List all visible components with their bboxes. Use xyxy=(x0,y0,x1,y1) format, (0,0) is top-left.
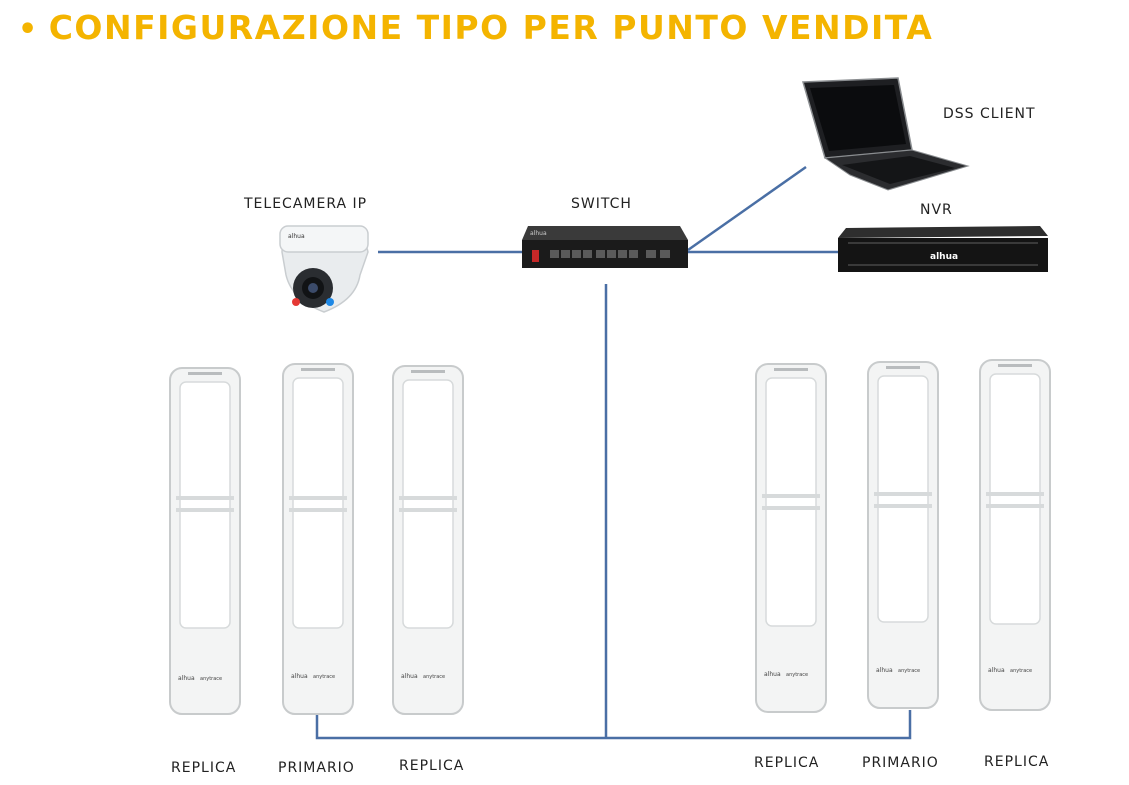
client-label: DSS CLIENT xyxy=(943,106,1036,122)
svg-text:anytrace: anytrace xyxy=(898,668,920,674)
gate-group-right: alhua anytrace alhua anytrace alhua anyt… xyxy=(755,359,1051,713)
gate-right-3: alhua anytrace xyxy=(979,359,1051,711)
svg-text:alhua: alhua xyxy=(876,667,893,674)
gate-right-3-label: REPLICA xyxy=(984,754,1050,770)
gate-left-3: alhua anytrace xyxy=(392,365,464,715)
gate-left-2-label: PRIMARIO xyxy=(278,760,355,776)
svg-text:alhua: alhua xyxy=(530,230,547,237)
svg-text:alhua: alhua xyxy=(764,671,781,678)
gate-right-2-label: PRIMARIO xyxy=(862,755,939,771)
line-switch-client xyxy=(687,165,807,252)
title-bullet: • xyxy=(18,12,39,47)
connector-lines xyxy=(315,165,912,740)
svg-text:anytrace: anytrace xyxy=(313,674,335,680)
gate-left-2: alhua anytrace xyxy=(282,363,354,715)
svg-text:alhua: alhua xyxy=(288,233,305,240)
svg-text:alhua: alhua xyxy=(178,675,195,682)
gate-right-2: alhua anytrace xyxy=(867,361,939,709)
switch-label: SWITCH xyxy=(571,196,632,212)
gate-left-1: alhua anytrace xyxy=(169,367,241,715)
svg-text:alhua: alhua xyxy=(988,667,1005,674)
camera-label: TELECAMERA IP xyxy=(244,196,368,212)
network-switch: alhua xyxy=(522,226,688,268)
gate-right-1-label: REPLICA xyxy=(754,755,820,771)
svg-text:anytrace: anytrace xyxy=(1010,668,1032,674)
svg-text:alhua: alhua xyxy=(930,252,958,262)
line-gates-bus xyxy=(315,710,912,740)
svg-text:anytrace: anytrace xyxy=(786,672,808,678)
title-text: CONFIGURAZIONE TIPO PER PUNTO VENDITA xyxy=(48,8,934,47)
page-title: • CONFIGURAZIONE TIPO PER PUNTO VENDITA xyxy=(18,8,1118,56)
svg-text:alhua: alhua xyxy=(291,673,308,680)
laptop xyxy=(802,77,970,191)
svg-text:alhua: alhua xyxy=(401,673,418,680)
ip-camera: alhua xyxy=(279,225,369,313)
nvr-label: NVR xyxy=(920,202,953,218)
svg-text:anytrace: anytrace xyxy=(423,674,445,680)
gate-group-left: alhua anytrace alhua anytrace alhua anyt… xyxy=(169,363,464,715)
gate-left-3-label: REPLICA xyxy=(399,758,465,774)
svg-text:anytrace: anytrace xyxy=(200,676,222,682)
nvr-recorder: alhua xyxy=(838,226,1048,272)
gate-left-1-label: REPLICA xyxy=(171,760,237,776)
gate-right-1: alhua anytrace xyxy=(755,363,827,713)
